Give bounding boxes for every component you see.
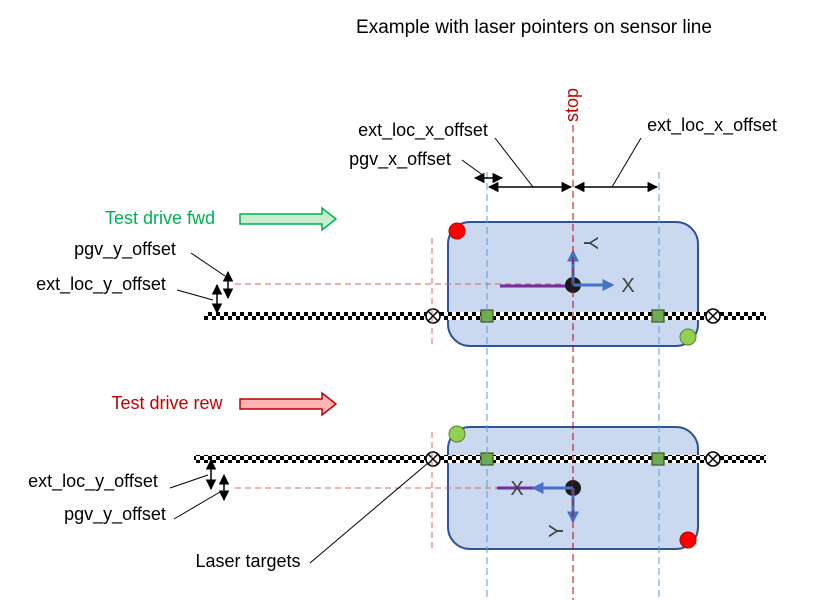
x-axis-label-rew: X <box>510 478 523 500</box>
ext-loc-y-offset-label-top: ext_loc_y_offset <box>36 274 166 295</box>
test-drive-rew-label: Test drive rew <box>111 393 223 413</box>
leader-ext-loc-y-top <box>176 289 214 301</box>
x-axis-label-fwd: X <box>621 275 634 297</box>
sensor-line-rew <box>194 455 766 463</box>
ext-loc-y-offset-label-bottom: ext_loc_y_offset <box>28 471 158 492</box>
laser-targets-label: Laser targets <box>195 551 300 571</box>
leader-laser-targets <box>309 462 429 564</box>
pgv-y-offset-label-bottom: pgv_y_offset <box>64 504 166 525</box>
test-drive-rew-arrow <box>239 391 338 417</box>
leader-pgv-x <box>461 159 485 177</box>
green-square-icon <box>651 309 665 323</box>
green-corner-dot-rew <box>448 425 466 443</box>
circle-x-icon <box>425 451 441 467</box>
circle-x-icon <box>705 451 721 467</box>
green-corner-dot-fwd <box>679 328 697 346</box>
pgv-y-offset-label-top: pgv_y_offset <box>74 239 176 260</box>
leader-ext-loc-x-left <box>494 137 534 188</box>
red-corner-dot-rew <box>679 531 697 549</box>
ext-loc-x-offset-label-right: ext_loc_x_offset <box>647 115 777 136</box>
y-axis-label-rew: Y <box>546 524 568 537</box>
leader-pgv-y-bottom <box>173 491 221 520</box>
leader-ext-loc-y-bottom <box>169 474 209 489</box>
diagram-title: Example with laser pointers on sensor li… <box>356 17 712 38</box>
red-corner-dot-fwd <box>448 222 466 240</box>
pgv-x-offset-label: pgv_x_offset <box>349 149 451 170</box>
ext-loc-x-offset-label-left: ext_loc_x_offset <box>358 120 488 141</box>
stop-label: stop <box>562 88 582 122</box>
leader-pgv-y-top <box>190 252 226 277</box>
y-axis-label-fwd: Y <box>579 236 601 249</box>
circle-x-icon <box>425 308 441 324</box>
circle-x-icon <box>705 308 721 324</box>
test-drive-fwd-arrow <box>239 206 338 232</box>
test-drive-fwd-label: Test drive fwd <box>105 208 215 228</box>
green-square-icon <box>651 452 665 466</box>
leader-ext-loc-x-right <box>611 137 642 188</box>
